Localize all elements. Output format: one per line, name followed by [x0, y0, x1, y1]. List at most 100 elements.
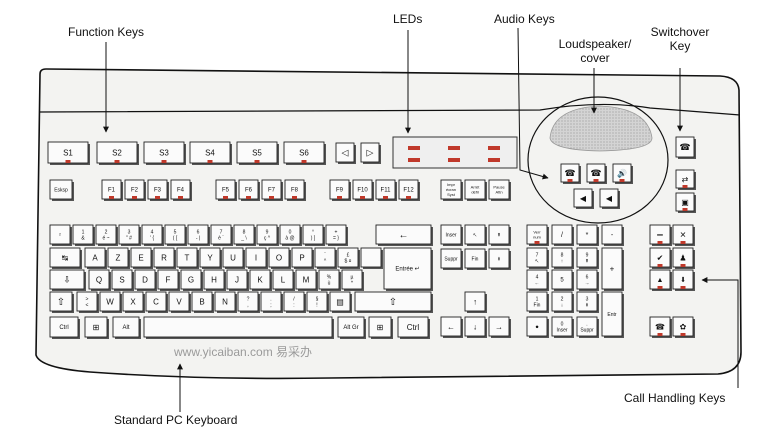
- numpad-key-8[interactable]: 4←: [526, 269, 549, 291]
- f-row-key-7[interactable]: F7: [261, 179, 283, 201]
- key-row1-5[interactable]: 5( [: [164, 224, 187, 246]
- enter-key-top[interactable]: [360, 247, 383, 269]
- call-key-8[interactable]: ✿: [672, 316, 695, 338]
- call-key-6[interactable]: ⬇: [672, 269, 695, 291]
- function-key-s6[interactable]: S6: [283, 141, 326, 165]
- key-row1-9[interactable]: 9ç ^: [256, 224, 279, 246]
- f-row-key-12[interactable]: F12: [398, 179, 420, 201]
- audio-headset-key[interactable]: ☎: [586, 163, 607, 184]
- side-key-1[interactable]: ⇄: [675, 169, 696, 190]
- key-row3-7[interactable]: K: [249, 269, 272, 291]
- numpad-key-6[interactable]: 9⇞: [576, 247, 599, 269]
- nav-key-3[interactable]: Suppr: [440, 248, 463, 270]
- call-key-1[interactable]: ═: [649, 224, 672, 246]
- numpad-key-9[interactable]: 5: [551, 269, 574, 291]
- numpad-key-10[interactable]: 6→: [576, 269, 599, 291]
- switchover-key[interactable]: ☎: [675, 136, 696, 159]
- alt-gr-key[interactable]: Alt Gr: [337, 316, 366, 339]
- f-row-key-10[interactable]: F10: [352, 179, 374, 201]
- key-row3-10[interactable]: %ù: [318, 269, 341, 291]
- key-row1-6[interactable]: 6- |: [187, 224, 210, 246]
- f-row-key-5[interactable]: F5: [215, 179, 237, 201]
- numpad-key-dot[interactable]: ●: [526, 316, 549, 338]
- numpad-key-1[interactable]: /: [551, 224, 574, 246]
- key-row1-10[interactable]: 0à @: [279, 224, 302, 246]
- f-row-key-4[interactable]: F4: [170, 179, 192, 201]
- function-key-s4[interactable]: S4: [189, 141, 232, 165]
- key-row3-4[interactable]: G: [180, 269, 203, 291]
- key-row1-2[interactable]: 2é ~: [95, 224, 118, 246]
- key-row2-3[interactable]: R: [153, 247, 176, 269]
- key-row1-4[interactable]: 4' {: [141, 224, 164, 246]
- f-row-key-9[interactable]: F9: [329, 179, 351, 201]
- shift-left-key[interactable]: ⇧: [49, 291, 74, 313]
- numpad-key-3[interactable]: -: [601, 224, 624, 246]
- key-row4-9[interactable]: /:: [283, 291, 306, 313]
- ctrl-right-key[interactable]: Ctrl: [397, 316, 430, 339]
- key-row2-7[interactable]: I: [245, 247, 268, 269]
- function-key-s1[interactable]: S1: [47, 141, 90, 165]
- key-row1-11[interactable]: °) ]: [302, 224, 325, 246]
- enter-key[interactable]: Entrée ↵: [383, 247, 433, 291]
- key-row1-1[interactable]: 1&: [72, 224, 95, 246]
- windows-key-left[interactable]: ⊞: [84, 316, 109, 339]
- key-row3-2[interactable]: D: [134, 269, 157, 291]
- key-row4-2[interactable]: X: [122, 291, 145, 313]
- key-row4-5[interactable]: B: [191, 291, 214, 313]
- function-key-s5[interactable]: S5: [236, 141, 279, 165]
- f-row-key-11[interactable]: F11: [375, 179, 397, 201]
- key-row3-9[interactable]: M: [295, 269, 318, 291]
- key-row4-7[interactable]: ?,: [237, 291, 260, 313]
- key-row3-5[interactable]: H: [203, 269, 226, 291]
- key-row2-8[interactable]: O: [268, 247, 291, 269]
- numpad-key-4[interactable]: 7↖: [526, 247, 549, 269]
- key-row4-8[interactable]: .;: [260, 291, 283, 313]
- arrow-up-key[interactable]: ↑: [464, 291, 487, 313]
- call-key-7[interactable]: ☎: [649, 316, 672, 338]
- key-row4-10[interactable]: §!: [306, 291, 329, 313]
- tab-key[interactable]: ↹: [49, 247, 82, 269]
- arrow-left-nav-key[interactable]: ←: [440, 316, 463, 338]
- key-row2-9[interactable]: P: [291, 247, 314, 269]
- key-row2-0[interactable]: A: [84, 247, 107, 269]
- audio-speaker-key[interactable]: 🔊: [612, 163, 633, 184]
- key-row3-1[interactable]: S: [111, 269, 134, 291]
- f-row-key-1[interactable]: F1: [101, 179, 123, 201]
- numpad-key-13[interactable]: 2↓: [551, 291, 574, 313]
- numpad-key-14[interactable]: 3⇟: [576, 291, 599, 313]
- key-row1-7[interactable]: 7è `: [210, 224, 233, 246]
- f-row-key-2[interactable]: F2: [124, 179, 146, 201]
- side-key-2[interactable]: ▣: [675, 192, 696, 213]
- key-row2-5[interactable]: Y: [199, 247, 222, 269]
- arrow-right-nav-key[interactable]: →: [488, 316, 511, 338]
- call-key-4[interactable]: ♟: [672, 247, 695, 269]
- key-row1-8[interactable]: 8_ \: [233, 224, 256, 246]
- backspace-key[interactable]: ←: [375, 224, 433, 246]
- numpad-key-2[interactable]: *: [576, 224, 599, 246]
- space-bar[interactable]: [143, 316, 334, 339]
- windows-key-right[interactable]: ⊞: [368, 316, 393, 339]
- nav-key-5[interactable]: ⇟: [488, 248, 511, 270]
- function-key-s3[interactable]: S3: [143, 141, 186, 165]
- nav-key-2[interactable]: ⇞: [488, 224, 511, 246]
- arrow-right-key[interactable]: ▷: [360, 142, 381, 164]
- key-row4-0[interactable]: ><: [76, 291, 99, 313]
- key-row3-11[interactable]: µ*: [341, 269, 364, 291]
- key-row1-12[interactable]: += }: [325, 224, 348, 246]
- key-row2-4[interactable]: T: [176, 247, 199, 269]
- numpad-key-16[interactable]: .Suppr: [576, 316, 599, 338]
- ctrl-left-key[interactable]: Ctrl: [49, 316, 80, 339]
- menu-key-right[interactable]: ▤: [329, 291, 352, 313]
- nav-key-1[interactable]: ↖: [464, 224, 487, 246]
- f-row-key-0[interactable]: Esksp: [49, 179, 74, 201]
- alt-key[interactable]: Alt: [112, 316, 141, 339]
- key-row2-10[interactable]: ¨^: [314, 247, 337, 269]
- key-row2-11[interactable]: £$ ¤: [337, 247, 360, 269]
- numpad-key-7[interactable]: +: [601, 247, 624, 291]
- audio-handset-key[interactable]: ☎: [560, 163, 581, 184]
